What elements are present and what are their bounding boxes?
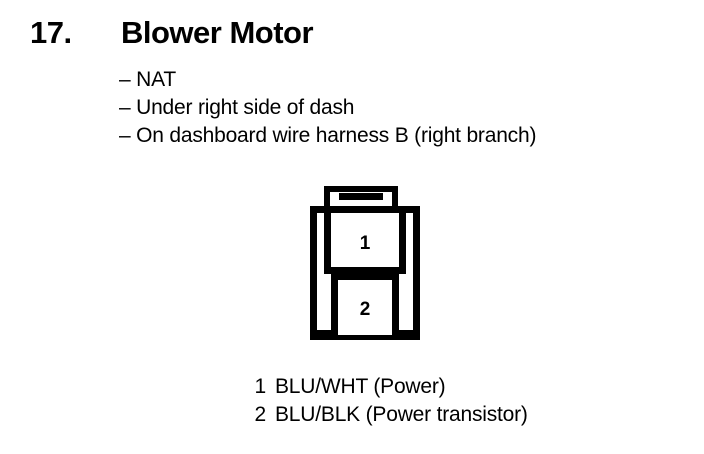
connector-cavity-1-label: 1 — [359, 233, 371, 254]
page-header: 17. Blower Motor — [0, 14, 704, 52]
pin-legend: 1 BLU/WHT (Power) 2 BLU/BLK (Power transis… — [252, 373, 672, 429]
legend-pin-number: 2 — [254, 403, 267, 426]
connector-shell-left-wall — [310, 206, 317, 340]
legend-pin-number: 1 — [254, 375, 267, 398]
connector-latch-slot — [339, 193, 383, 200]
note-line: – NAT — [119, 68, 176, 91]
connector-shell-bottom-edge — [310, 330, 420, 340]
connector-diagram: 1 2 — [304, 184, 428, 344]
page-title: Blower Motor — [121, 15, 314, 50]
connector-cavity-1: 1 — [324, 206, 406, 274]
item-number: 17. — [30, 15, 72, 50]
legend-row: 1 BLU/WHT (Power) — [252, 373, 672, 401]
legend-pin-description: BLU/WHT (Power) — [275, 375, 446, 398]
legend-row: 2 BLU/BLK (Power transistor) — [252, 401, 672, 429]
connector-cavity-2: 2 — [331, 273, 399, 335]
note-line: – On dashboard wire harness B (right bra… — [119, 124, 537, 147]
notes-list: – NAT – Under right side of dash – On da… — [119, 66, 679, 150]
connector-cavity-2-label: 2 — [359, 299, 371, 320]
note-line: – Under right side of dash — [119, 96, 355, 119]
legend-pin-description: BLU/BLK (Power transistor) — [275, 403, 528, 426]
connector-shell-right-wall — [413, 206, 420, 340]
